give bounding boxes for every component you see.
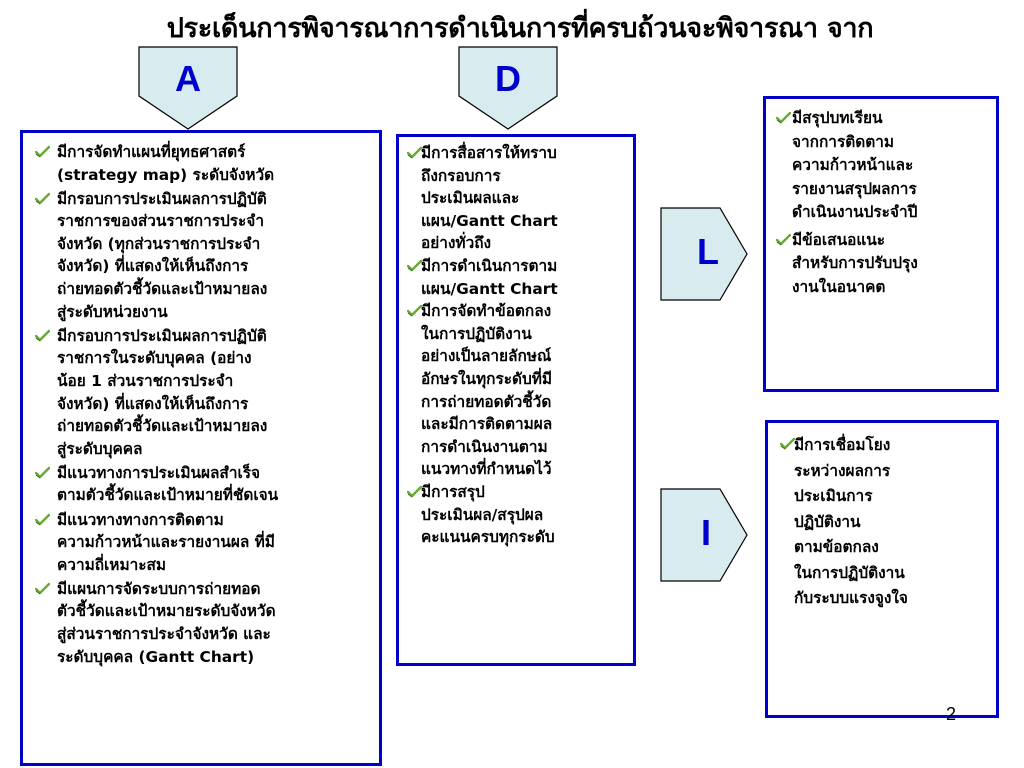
check-icon bbox=[776, 233, 791, 246]
panel-i: มีการเชื่อมโยง ระหว่างผลการ ประเมินการ ป… bbox=[765, 420, 999, 718]
list-item: มีแนวทางการประเมินผลสำเร็จ ตามตัวชี้วัดแ… bbox=[35, 462, 379, 507]
list-item-text: มีสรุปบทเรียน จากการติดตาม ความก้าวหน้าแ… bbox=[792, 109, 918, 221]
list-item: มีสรุปบทเรียน จากการติดตาม ความก้าวหน้าแ… bbox=[776, 107, 996, 225]
list-item: มีแนวทางทางการติดตาม ความก้าวหน้าและรายง… bbox=[35, 509, 379, 577]
panel-l-list: มีสรุปบทเรียน จากการติดตาม ความก้าวหน้าแ… bbox=[766, 99, 996, 299]
list-item: มีการจัดทำแผนที่ยุทธศาสตร์ (strategy map… bbox=[35, 141, 379, 186]
list-item: มีการสรุป ประเมินผล/สรุปผล คะแนนครบทุกระ… bbox=[407, 481, 633, 549]
list-item: มีการดำเนินการตาม แผน/Gantt Chart bbox=[407, 255, 633, 300]
callout-a: A bbox=[138, 46, 238, 130]
list-item-text: มีการดำเนินการตาม แผน/Gantt Chart bbox=[421, 256, 558, 298]
check-icon bbox=[780, 437, 795, 450]
callout-l-shape bbox=[660, 207, 748, 301]
callout-d: D bbox=[458, 46, 558, 130]
callout-l: L bbox=[660, 207, 748, 301]
check-icon bbox=[35, 513, 50, 526]
list-item-text: มีการสรุป ประเมินผล/สรุปผล คะแนนครบทุกระ… bbox=[421, 482, 555, 547]
list-item: มีแผนการจัดระบบการถ่ายทอด ตัวชี้วัดและเป… bbox=[35, 578, 379, 668]
list-item: มีกรอบการประเมินผลการปฏิบัติ ราชการของส่… bbox=[35, 188, 379, 324]
callout-d-shape bbox=[458, 46, 558, 130]
check-icon bbox=[35, 145, 50, 158]
check-icon bbox=[35, 466, 50, 479]
panel-a-list: มีการจัดทำแผนที่ยุทธศาสตร์ (strategy map… bbox=[23, 133, 379, 668]
list-item-text: มีการสื่อสารให้ทราบ ถึงกรอบการ ประเมินผล… bbox=[421, 144, 558, 253]
callout-a-shape bbox=[138, 46, 238, 130]
list-item-text: มีการจัดทำแผนที่ยุทธศาสตร์ (strategy map… bbox=[57, 143, 275, 184]
list-item-text: มีแนวทางทางการติดตาม ความก้าวหน้าและรายง… bbox=[57, 510, 275, 574]
check-icon bbox=[35, 192, 50, 205]
slide-title: ประเด็นการพิจารณาการดำเนินการที่ครบถ้วนจ… bbox=[166, 13, 874, 44]
callout-d-letter: D bbox=[495, 58, 521, 99]
list-item-text: มีการเชื่อมโยง ระหว่างผลการ ประเมินการ ป… bbox=[794, 436, 908, 607]
list-item: มีข้อเสนอแนะ สำหรับการปรับปรุง งานในอนาค… bbox=[776, 229, 996, 300]
panel-d-list: มีการสื่อสารให้ทราบ ถึงกรอบการ ประเมินผล… bbox=[399, 137, 633, 549]
list-item: มีการสื่อสารให้ทราบ ถึงกรอบการ ประเมินผล… bbox=[407, 142, 633, 255]
panel-d: มีการสื่อสารให้ทราบ ถึงกรอบการ ประเมินผล… bbox=[396, 134, 636, 666]
check-icon bbox=[407, 485, 422, 498]
callout-i-shape bbox=[660, 488, 748, 582]
panel-i-list: มีการเชื่อมโยง ระหว่างผลการ ประเมินการ ป… bbox=[768, 423, 996, 612]
check-icon bbox=[776, 111, 791, 124]
check-icon bbox=[35, 329, 50, 342]
list-item-text: มีแผนการจัดระบบการถ่ายทอด ตัวชี้วัดและเป… bbox=[57, 579, 276, 666]
page-number: 2 bbox=[946, 704, 957, 724]
check-icon bbox=[407, 259, 422, 272]
check-icon bbox=[407, 304, 422, 317]
panel-l: มีสรุปบทเรียน จากการติดตาม ความก้าวหน้าแ… bbox=[763, 96, 999, 392]
list-item-text: มีกรอบการประเมินผลการปฏิบัติ ราชการของส่… bbox=[57, 189, 268, 321]
list-item: มีการเชื่อมโยง ระหว่างผลการ ประเมินการ ป… bbox=[780, 433, 996, 612]
list-item-text: มีกรอบการประเมินผลการปฏิบัติ ราชการในระด… bbox=[57, 326, 268, 458]
check-icon bbox=[407, 146, 422, 159]
callout-l-letter: L bbox=[697, 231, 719, 272]
callout-i-letter: I bbox=[700, 512, 711, 553]
list-item: มีกรอบการประเมินผลการปฏิบัติ ราชการในระด… bbox=[35, 325, 379, 461]
list-item-text: มีข้อเสนอแนะ สำหรับการปรับปรุง งานในอนาค… bbox=[792, 230, 918, 296]
list-item-text: มีการจัดทำข้อตกลง ในการปฏิบัติงาน อย่างเ… bbox=[421, 302, 553, 479]
callout-i: I bbox=[660, 488, 748, 582]
panel-a: มีการจัดทำแผนที่ยุทธศาสตร์ (strategy map… bbox=[20, 130, 382, 766]
list-item-text: มีแนวทางการประเมินผลสำเร็จ ตามตัวชี้วัดแ… bbox=[57, 463, 279, 505]
check-icon bbox=[35, 582, 50, 595]
callout-a-letter: A bbox=[175, 58, 201, 99]
list-item: มีการจัดทำข้อตกลง ในการปฏิบัติงาน อย่างเ… bbox=[407, 300, 633, 481]
